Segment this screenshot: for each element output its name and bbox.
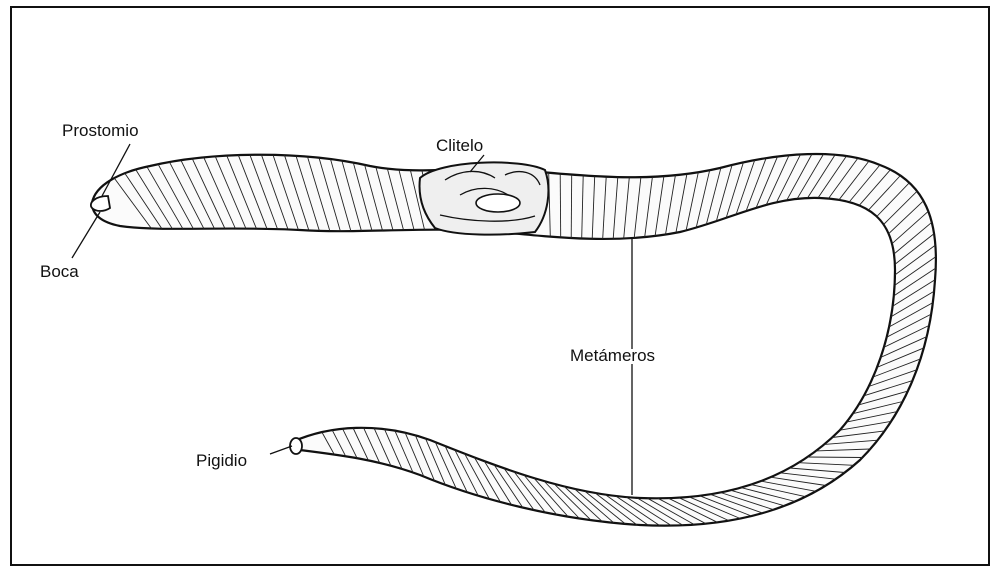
boca-leader [72, 212, 100, 258]
segment-ring [560, 174, 561, 238]
label-pigidio: Pigidio [196, 451, 247, 470]
segment-ring [571, 175, 572, 238]
label-metameros: Metámeros [570, 346, 655, 365]
pigidio-leader [270, 446, 292, 454]
segment-ring [808, 457, 863, 458]
earthworm-diagram: Prostomio Boca Clitelo Metámeros Pigidio [0, 0, 995, 551]
label-prostomio: Prostomio [62, 121, 139, 140]
label-boca: Boca [40, 262, 79, 281]
clitellum-shape [420, 162, 549, 234]
label-clitelo: Clitelo [436, 136, 483, 155]
